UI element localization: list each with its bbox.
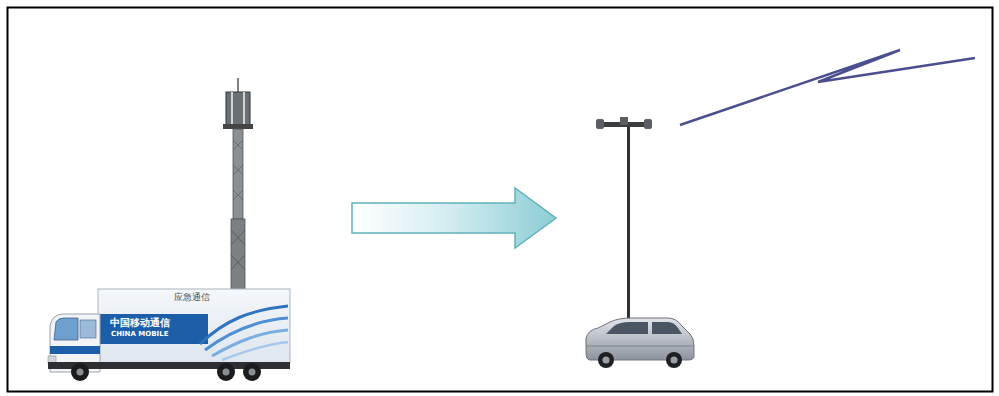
vehicle-marking: 应急通信 — [174, 293, 210, 303]
truck-mast — [223, 78, 253, 290]
brand-name: 中国移动通信 — [110, 317, 170, 328]
emergency-truck — [48, 289, 290, 381]
brand-name-latin: CHINA MOBILE — [111, 331, 168, 339]
mast-car — [586, 117, 694, 368]
frame — [8, 8, 993, 392]
transition-arrow — [352, 188, 556, 248]
radio-link — [680, 50, 975, 125]
